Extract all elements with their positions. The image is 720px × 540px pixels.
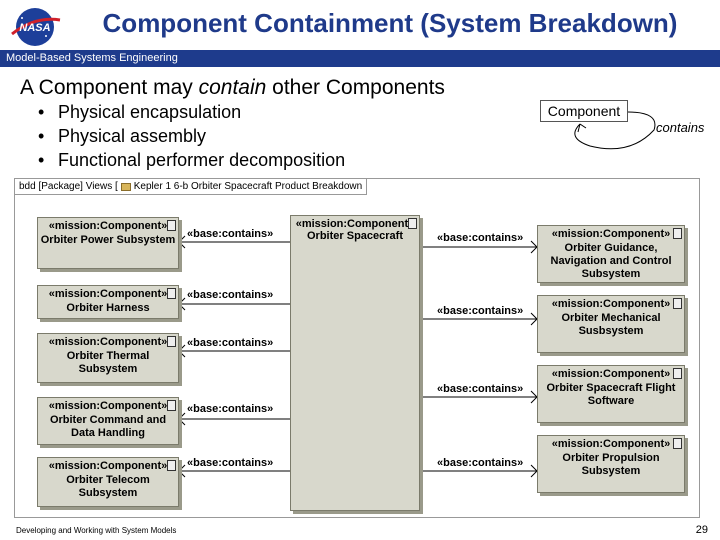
connector-label: «base:contains»: [187, 457, 274, 469]
component-block-gnc[interactable]: «mission:Component» Orbiter Guidance, Na…: [537, 225, 685, 283]
component-block-harness[interactable]: «mission:Component» Orbiter Harness: [37, 285, 179, 319]
contains-arc: [574, 111, 656, 150]
package-icon: [120, 182, 131, 191]
nasa-logo: NASA: [11, 8, 61, 46]
component-icon: [673, 228, 682, 239]
component-icon: [673, 368, 682, 379]
connector-label: «base:contains»: [187, 228, 274, 240]
subtitle: Model-Based Systems Engineering: [6, 52, 178, 64]
component-block-power[interactable]: «mission:Component» Orbiter Power Subsys…: [37, 217, 179, 269]
connector-label: «base:contains»: [437, 383, 524, 395]
component-block-telecom[interactable]: «mission:Component» Orbiter Telecom Subs…: [37, 457, 179, 507]
connector-label: «base:contains»: [437, 232, 524, 244]
component-block-orbiter-spacecraft[interactable]: «mission:Component» Orbiter Spacecraft: [290, 215, 420, 511]
component-block-cdh[interactable]: «mission:Component» Orbiter Command and …: [37, 397, 179, 445]
component-icon: [408, 218, 417, 229]
bullet-item: Physical assembly: [38, 124, 345, 148]
component-block-propulsion[interactable]: «mission:Component» Orbiter Propulsion S…: [537, 435, 685, 493]
connector-label: «base:contains»: [187, 289, 274, 301]
slide-title: Component Containment (System Breakdown): [102, 8, 678, 38]
component-icon: [673, 298, 682, 309]
content-heading: A Component may contain other Components: [20, 76, 445, 99]
component-block-thermal[interactable]: «mission:Component» Orbiter Thermal Subs…: [37, 333, 179, 383]
bullet-list: Physical encapsulation Physical assembly…: [38, 100, 345, 172]
component-icon: [167, 336, 176, 347]
legend-contains-label: contains: [656, 120, 705, 135]
component-icon: [673, 438, 682, 449]
connector-label: «base:contains»: [187, 337, 274, 349]
connector-label: «base:contains»: [437, 457, 524, 469]
legend: Component contains: [520, 90, 720, 156]
logo-text: NASA: [19, 22, 50, 34]
component-icon: [167, 460, 176, 471]
component-icon: [167, 220, 176, 231]
subtitle-bar: Model-Based Systems Engineering: [0, 50, 720, 67]
component-icon: [167, 400, 176, 411]
bullet-item: Functional performer decomposition: [38, 148, 345, 172]
connector-label: «base:contains»: [437, 305, 524, 317]
page-number: 29: [695, 524, 708, 536]
footer-text: Developing and Working with System Model…: [16, 526, 177, 535]
component-block-flight-software[interactable]: «mission:Component» Orbiter Spacecraft F…: [537, 365, 685, 423]
connector-label: «base:contains»: [187, 403, 274, 415]
diagram-frame-label: bdd [Package] Views [ Kepler 1 6-b Orbit…: [15, 179, 368, 195]
bullet-item: Physical encapsulation: [38, 100, 345, 124]
component-block-mechanical[interactable]: «mission:Component» Orbiter Mechanical S…: [537, 295, 685, 353]
bdd-diagram[interactable]: bdd [Package] Views [ Kepler 1 6-b Orbit…: [14, 178, 700, 518]
legend-component-box: Component: [540, 100, 628, 122]
component-icon: [167, 288, 176, 299]
connector-lines: [178, 235, 538, 478]
